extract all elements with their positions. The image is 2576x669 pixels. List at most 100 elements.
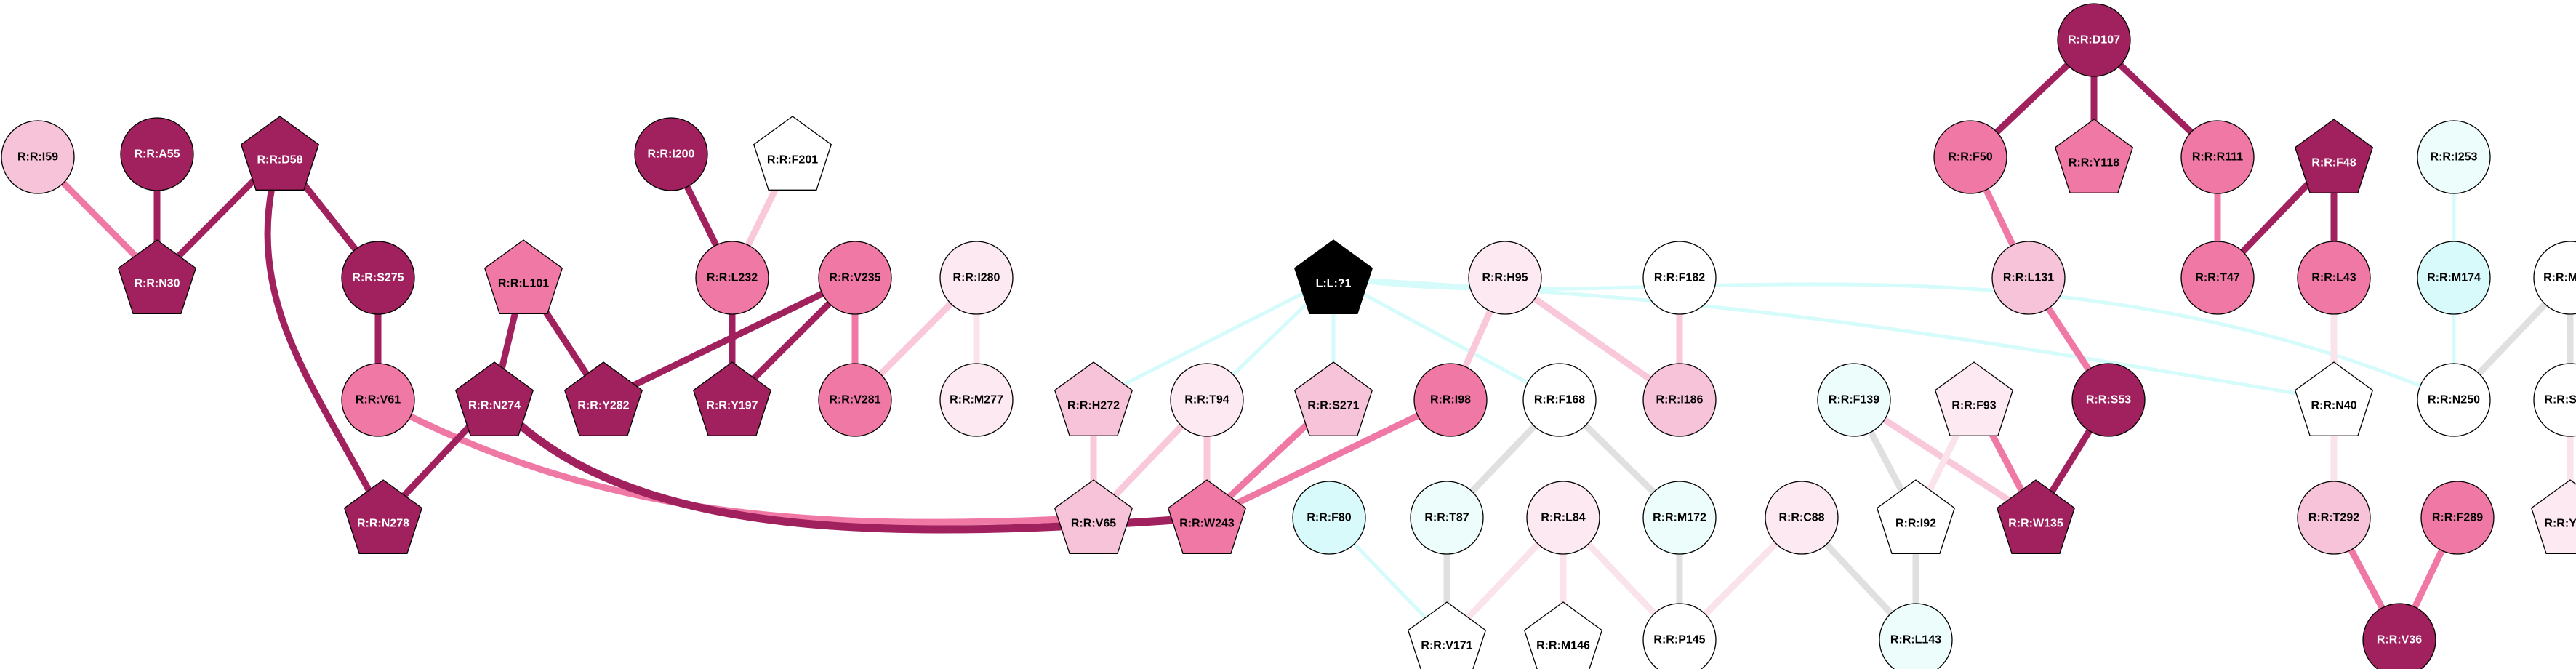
pentagon-node-shape xyxy=(692,361,772,436)
node-v171[interactable]: R:R:V171 xyxy=(1407,601,1487,669)
node-f168[interactable]: R:R:F168 xyxy=(1522,363,1597,437)
node-label: R:R:T47 xyxy=(2195,272,2239,284)
circle-node-shape xyxy=(1522,363,1597,437)
node-l131[interactable]: R:R:L131 xyxy=(1991,241,2066,315)
node-label: R:R:N274 xyxy=(468,400,521,412)
node-n274[interactable]: R:R:N274 xyxy=(454,361,534,436)
circle-node-shape xyxy=(341,363,415,437)
circle-node-shape xyxy=(2362,603,2436,669)
node-label: R:R:F168 xyxy=(1534,394,1585,406)
node-c88[interactable]: R:R:C88 xyxy=(1765,481,1839,555)
pentagon-node-shape xyxy=(2054,119,2134,193)
node-m172[interactable]: R:R:M172 xyxy=(1642,481,1717,555)
node-w243[interactable]: R:R:W243 xyxy=(1167,479,1247,554)
circle-node-shape xyxy=(2420,481,2495,555)
node-l43[interactable]: R:R:L43 xyxy=(2297,241,2371,315)
node-n278[interactable]: R:R:N278 xyxy=(343,479,423,554)
node-v235[interactable]: R:R:V235 xyxy=(818,241,892,315)
node-label: R:R:I200 xyxy=(648,148,695,161)
node-label: R:R:H272 xyxy=(1067,400,1120,412)
circle-node-shape xyxy=(818,241,892,315)
node-label: R:R:L101 xyxy=(498,278,549,290)
node-y197[interactable]: R:R:Y197 xyxy=(692,361,772,436)
node-label: R:R:D58 xyxy=(257,154,302,167)
node-n30[interactable]: R:R:N30 xyxy=(117,239,197,314)
node-y176[interactable]: R:R:Y176 xyxy=(2530,479,2576,554)
node-label: R:R:F48 xyxy=(2311,157,2356,169)
pentagon-node-shape xyxy=(2294,119,2374,193)
node-f50[interactable]: R:R:F50 xyxy=(1933,120,2007,194)
node-label: R:R:L131 xyxy=(2003,272,2054,284)
node-l232[interactable]: R:R:L232 xyxy=(695,241,769,315)
node-label: R:R:I59 xyxy=(17,151,58,164)
node-f93[interactable]: R:R:F93 xyxy=(1934,361,2014,436)
node-l84[interactable]: R:R:L84 xyxy=(1526,481,1600,555)
node-v61[interactable]: R:R:V61 xyxy=(341,363,415,437)
node-p145[interactable]: R:R:P145 xyxy=(1642,603,1717,669)
node-f201[interactable]: R:R:F201 xyxy=(753,116,832,191)
node-l143[interactable]: R:R:L143 xyxy=(1879,603,1953,669)
node-i59[interactable]: R:R:I59 xyxy=(1,120,75,194)
node-label: L:L:?1 xyxy=(1316,278,1352,290)
node-s271[interactable]: R:R:S271 xyxy=(1293,361,1373,436)
circle-node-shape xyxy=(695,241,769,315)
node-l101[interactable]: R:R:L101 xyxy=(483,239,563,314)
node-i186[interactable]: R:R:I186 xyxy=(1642,363,1717,437)
node-f289[interactable]: R:R:F289 xyxy=(2420,481,2495,555)
circle-node-shape xyxy=(1642,481,1717,555)
node-label: R:R:L232 xyxy=(707,272,758,284)
node-y282[interactable]: R:R:Y282 xyxy=(563,361,643,436)
node-label: R:R:P145 xyxy=(1653,634,1705,646)
node-v281[interactable]: R:R:V281 xyxy=(818,363,892,437)
circle-node-shape xyxy=(939,363,1014,437)
node-t47[interactable]: R:R:T47 xyxy=(2180,241,2255,315)
node-i280[interactable]: R:R:I280 xyxy=(939,241,1014,315)
node-t292[interactable]: R:R:T292 xyxy=(2297,481,2371,555)
pentagon-node-shape xyxy=(2530,479,2576,554)
node-label: R:R:I92 xyxy=(1895,518,1936,530)
node-m146[interactable]: R:R:M146 xyxy=(1523,601,1603,669)
node-h272[interactable]: R:R:H272 xyxy=(1054,361,1133,436)
node-y118[interactable]: R:R:Y118 xyxy=(2054,119,2134,193)
node-a55[interactable]: R:R:A55 xyxy=(120,117,194,191)
node-label: R:R:I280 xyxy=(953,272,1000,284)
node-d58[interactable]: R:R:D58 xyxy=(240,116,320,191)
node-v65[interactable]: R:R:V65 xyxy=(1054,479,1133,554)
node-n40[interactable]: R:R:N40 xyxy=(2294,361,2374,436)
node-s275[interactable]: R:R:S275 xyxy=(341,241,415,315)
node-m277[interactable]: R:R:M277 xyxy=(939,363,1014,437)
node-i200[interactable]: R:R:I200 xyxy=(634,117,708,191)
node-s181[interactable]: R:R:S181 xyxy=(2533,363,2576,437)
node-label: R:R:W243 xyxy=(1179,518,1235,530)
node-r111[interactable]: R:R:R111 xyxy=(2180,120,2255,194)
node-m174[interactable]: R:R:M174 xyxy=(2417,241,2491,315)
node-i98[interactable]: R:R:I98 xyxy=(1413,363,1488,437)
node-t87[interactable]: R:R:T87 xyxy=(1410,481,1484,555)
circle-node-shape xyxy=(1413,363,1488,437)
pentagon-node-shape xyxy=(1407,601,1487,669)
node-label: R:R:A55 xyxy=(134,148,180,161)
node-label: R:R:M277 xyxy=(950,394,1003,406)
node-f182[interactable]: R:R:F182 xyxy=(1642,241,1717,315)
node-label: R:R:I98 xyxy=(1430,394,1471,406)
node-i253[interactable]: R:R:I253 xyxy=(2417,120,2491,194)
node-i92[interactable]: R:R:I92 xyxy=(1876,479,1956,554)
node-f80[interactable]: R:R:F80 xyxy=(1292,481,1366,555)
edge-i98-w243 xyxy=(1203,396,1454,521)
node-n250[interactable]: R:R:N250 xyxy=(2417,363,2491,437)
node-v36[interactable]: R:R:V36 xyxy=(2362,603,2436,669)
circle-node-shape xyxy=(2533,241,2576,315)
node-label: R:R:F50 xyxy=(1948,151,1992,164)
node-t94[interactable]: R:R:T94 xyxy=(1170,363,1244,437)
node-label: R:R:R111 xyxy=(2192,151,2243,164)
node-s53[interactable]: R:R:S53 xyxy=(2071,363,2146,437)
node-label: R:R:H95 xyxy=(1482,272,1528,284)
node-d107[interactable]: R:R:D107 xyxy=(2057,3,2131,77)
node-label: R:R:L143 xyxy=(1890,634,1941,646)
node-w135[interactable]: R:R:W135 xyxy=(1996,479,2076,554)
node-h95[interactable]: R:R:H95 xyxy=(1468,241,1542,315)
node-f48[interactable]: R:R:F48 xyxy=(2294,119,2374,193)
node-m177[interactable]: R:R:M177 xyxy=(2533,241,2576,315)
node-lig[interactable]: L:L:?1 xyxy=(1293,239,1373,314)
node-f139[interactable]: R:R:F139 xyxy=(1817,363,1891,437)
